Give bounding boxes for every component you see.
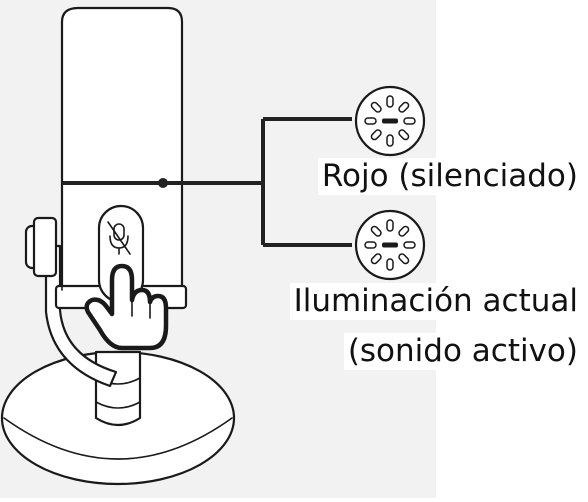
callout-lines [62,117,352,247]
indicator-light-icon [354,85,426,157]
pointing-hand-icon [84,263,169,351]
callout-anchor-dot [158,178,168,188]
current-lighting-sublabel: (sonido activo) [343,333,582,370]
mount-bracket [24,216,151,388]
stand-post [94,350,142,427]
current-lighting-label: Iluminación actual [289,283,582,320]
muted-state-label: Rojo (silenciado) [317,158,582,195]
microphone-muted-icon [107,221,131,255]
indicator-light-icon [354,209,426,281]
